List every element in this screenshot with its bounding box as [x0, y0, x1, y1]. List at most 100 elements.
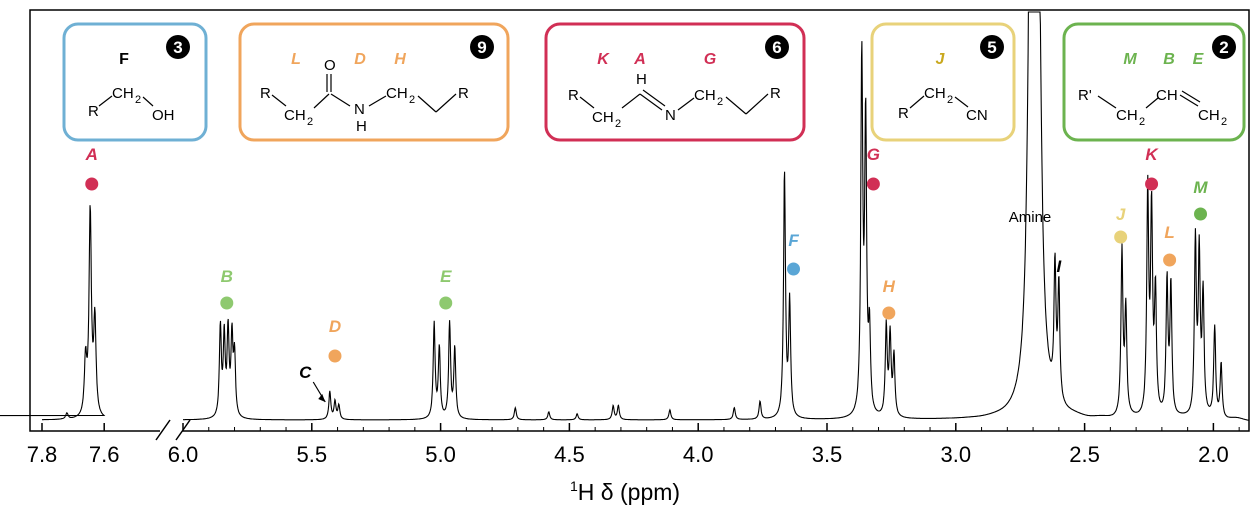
peak-label: M: [1193, 178, 1208, 197]
atom-label: H: [636, 71, 647, 88]
bond: [98, 95, 113, 107]
peak-annotation-f: F: [787, 231, 801, 276]
structure-letter: A: [633, 51, 646, 68]
structure-letter: L: [291, 51, 301, 68]
atom-label: R': [1078, 87, 1092, 104]
peak-label: F: [788, 231, 799, 250]
bond: [579, 96, 595, 109]
count-badge: [166, 35, 190, 59]
bond: [417, 95, 437, 113]
peak-marker-dot: [882, 306, 896, 320]
plot-frame: [29, 9, 1250, 432]
peak-label: B: [221, 267, 233, 286]
x-axis-title: 1H δ (ppm): [570, 478, 680, 505]
structure-box-border: [62, 22, 208, 142]
atom-label: R: [568, 87, 579, 104]
peak-annotation-g: G: [867, 145, 880, 191]
count-number: 9: [477, 38, 486, 57]
x-tick-label: 3.5: [812, 442, 843, 467]
atom-label: CH: [386, 85, 408, 102]
x-tick-label: 2.5: [1069, 442, 1100, 467]
atom-subscript: 2: [947, 94, 953, 106]
atom-subscript: 2: [1139, 116, 1145, 128]
peak-marker-dot: [787, 262, 801, 276]
peak-marker-dot: [866, 177, 880, 191]
atom-subscript: 2: [1221, 116, 1227, 128]
structure-box-border: [1062, 22, 1246, 142]
peak-marker-dot: [85, 177, 99, 191]
bond: [677, 97, 695, 111]
bond: [1179, 94, 1199, 107]
peak-label: D: [329, 317, 341, 336]
atom-subscript: 2: [409, 94, 415, 106]
peak-annotation-b: B: [220, 267, 234, 310]
peak-label: G: [867, 145, 880, 164]
peak-label: I: [1056, 257, 1062, 276]
axis-break-mark: [175, 419, 191, 441]
structure-letter: F: [119, 51, 129, 68]
amine-label: Amine: [1009, 209, 1052, 226]
bond: [642, 89, 666, 107]
bond: [313, 93, 330, 109]
atom-label: CH: [1198, 107, 1220, 124]
atom-subscript: 2: [135, 94, 141, 106]
bond: [1097, 95, 1117, 109]
atom-label: R: [458, 85, 469, 102]
atom-label: H: [356, 118, 367, 135]
atom-label: R: [770, 85, 781, 102]
peak-label: J: [1116, 205, 1126, 224]
x-tick-label: 5.5: [297, 442, 328, 467]
axis-break-mark: [155, 419, 171, 441]
bond: [745, 93, 769, 115]
structure-letter: J: [936, 51, 946, 68]
peak-annotation-a: A: [85, 145, 99, 191]
bond: [954, 96, 969, 108]
bond: [621, 93, 641, 109]
atom-label: CN: [966, 107, 988, 124]
structure-letter: K: [597, 51, 610, 68]
structure-box-imine: 6 K A G R CH 2 H N CH 2 R: [544, 22, 806, 142]
peak-annotation-d: D: [328, 317, 342, 363]
peak-label: H: [883, 277, 896, 296]
atom-label: CH: [284, 107, 306, 124]
atom-label: O: [324, 57, 336, 74]
peak-marker-dot: [1114, 230, 1128, 244]
bond: [271, 94, 287, 107]
structure-letter: B: [1163, 51, 1175, 68]
bond: [639, 93, 663, 111]
bond: [725, 96, 747, 115]
atom-label: N: [665, 107, 676, 124]
structure-letter: D: [354, 51, 366, 68]
structure-box-alkene: 2 M B E R' CH 2 CH CH 2: [1062, 22, 1246, 142]
x-tick-label: 5.0: [425, 442, 456, 467]
atom-label: R: [88, 103, 99, 120]
structure-box-border: [238, 22, 510, 142]
count-badge: [980, 35, 1004, 59]
atom-subscript: 2: [615, 118, 621, 130]
peak-arrowhead: [318, 394, 326, 402]
structure-box-amide: 9 L D H R CH 2 O N H CH 2 R: [238, 22, 510, 142]
atom-label: N: [354, 101, 365, 118]
peak-annotation-l: L: [1163, 223, 1177, 267]
count-badge: [1212, 35, 1236, 59]
peak-annotation-k: K: [1145, 145, 1159, 191]
atom-label: R: [898, 105, 909, 122]
spectrum-trace: [0, 11, 1249, 421]
peak-annotation-e: E: [439, 267, 453, 310]
count-badge: [765, 35, 789, 59]
bond: [435, 93, 457, 113]
atom-label: CH: [592, 109, 614, 126]
atom-subscript: 2: [717, 96, 723, 108]
peak-marker-dot: [1163, 253, 1177, 267]
structure-box-alcohol: 3 F R CH 2 OH: [62, 22, 208, 142]
x-tick-label: 7.8: [27, 442, 58, 467]
x-axis-title-superscript: 1: [570, 478, 578, 494]
x-tick-label: 7.6: [89, 442, 120, 467]
peak-label: A: [85, 145, 98, 164]
peak-marker-dot: [1194, 207, 1208, 221]
x-axis-title-text: H δ (ppm): [578, 479, 680, 505]
peak-annotation-m: M: [1193, 178, 1208, 221]
